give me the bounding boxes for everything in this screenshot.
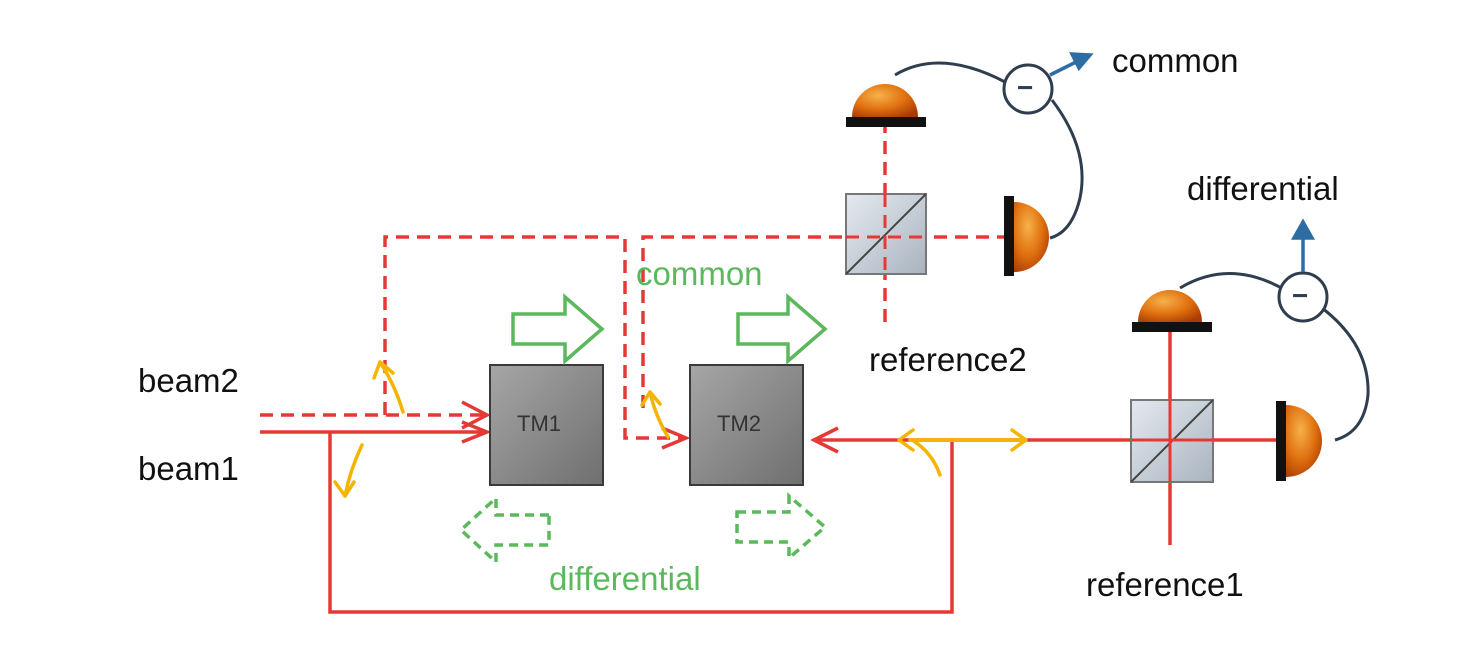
subtractor-common — [1002, 63, 1054, 115]
output-arrows — [1049, 52, 1315, 272]
beam2-dashed-path — [260, 120, 1010, 440]
subtractor-differential — [1277, 271, 1329, 323]
tm2-label: TM2 — [717, 411, 761, 436]
reference1-label: reference1 — [1086, 566, 1244, 603]
beam1-solid-path — [260, 312, 1280, 614]
signal-wires — [894, 61, 1370, 442]
beams-through-splitters — [846, 194, 1213, 482]
differential-motion-label: differential — [549, 560, 701, 597]
differential-motion-arrow-tm1 — [458, 494, 551, 566]
common-output-label: common — [1112, 42, 1239, 79]
differential-output-label: differential — [1187, 170, 1339, 207]
photodetector-top-common — [846, 84, 926, 127]
test-mass-1 — [489, 364, 604, 486]
reflection-arrows — [333, 360, 1028, 498]
beam1-label: beam1 — [138, 450, 239, 487]
test-mass-2 — [689, 364, 804, 486]
common-motion-label: common — [636, 255, 763, 292]
differential-motion-arrow-tm2 — [735, 492, 828, 562]
photodetector-top-differential — [1132, 290, 1212, 332]
tm1-label: TM1 — [517, 411, 561, 436]
beam2-label: beam2 — [138, 362, 239, 399]
beam-splitter-reference2 — [845, 193, 927, 275]
photodetector-side-common — [1004, 196, 1049, 276]
minus-symbol-differential: − — [1292, 280, 1309, 311]
common-motion-arrow-tm1 — [511, 293, 605, 365]
common-motion-arrow-tm2 — [736, 293, 828, 365]
beam-arrowheads — [461, 400, 839, 454]
minus-symbol-common: − — [1017, 72, 1034, 103]
photodetector-side-differential — [1276, 401, 1322, 481]
reference2-label: reference2 — [869, 341, 1027, 378]
